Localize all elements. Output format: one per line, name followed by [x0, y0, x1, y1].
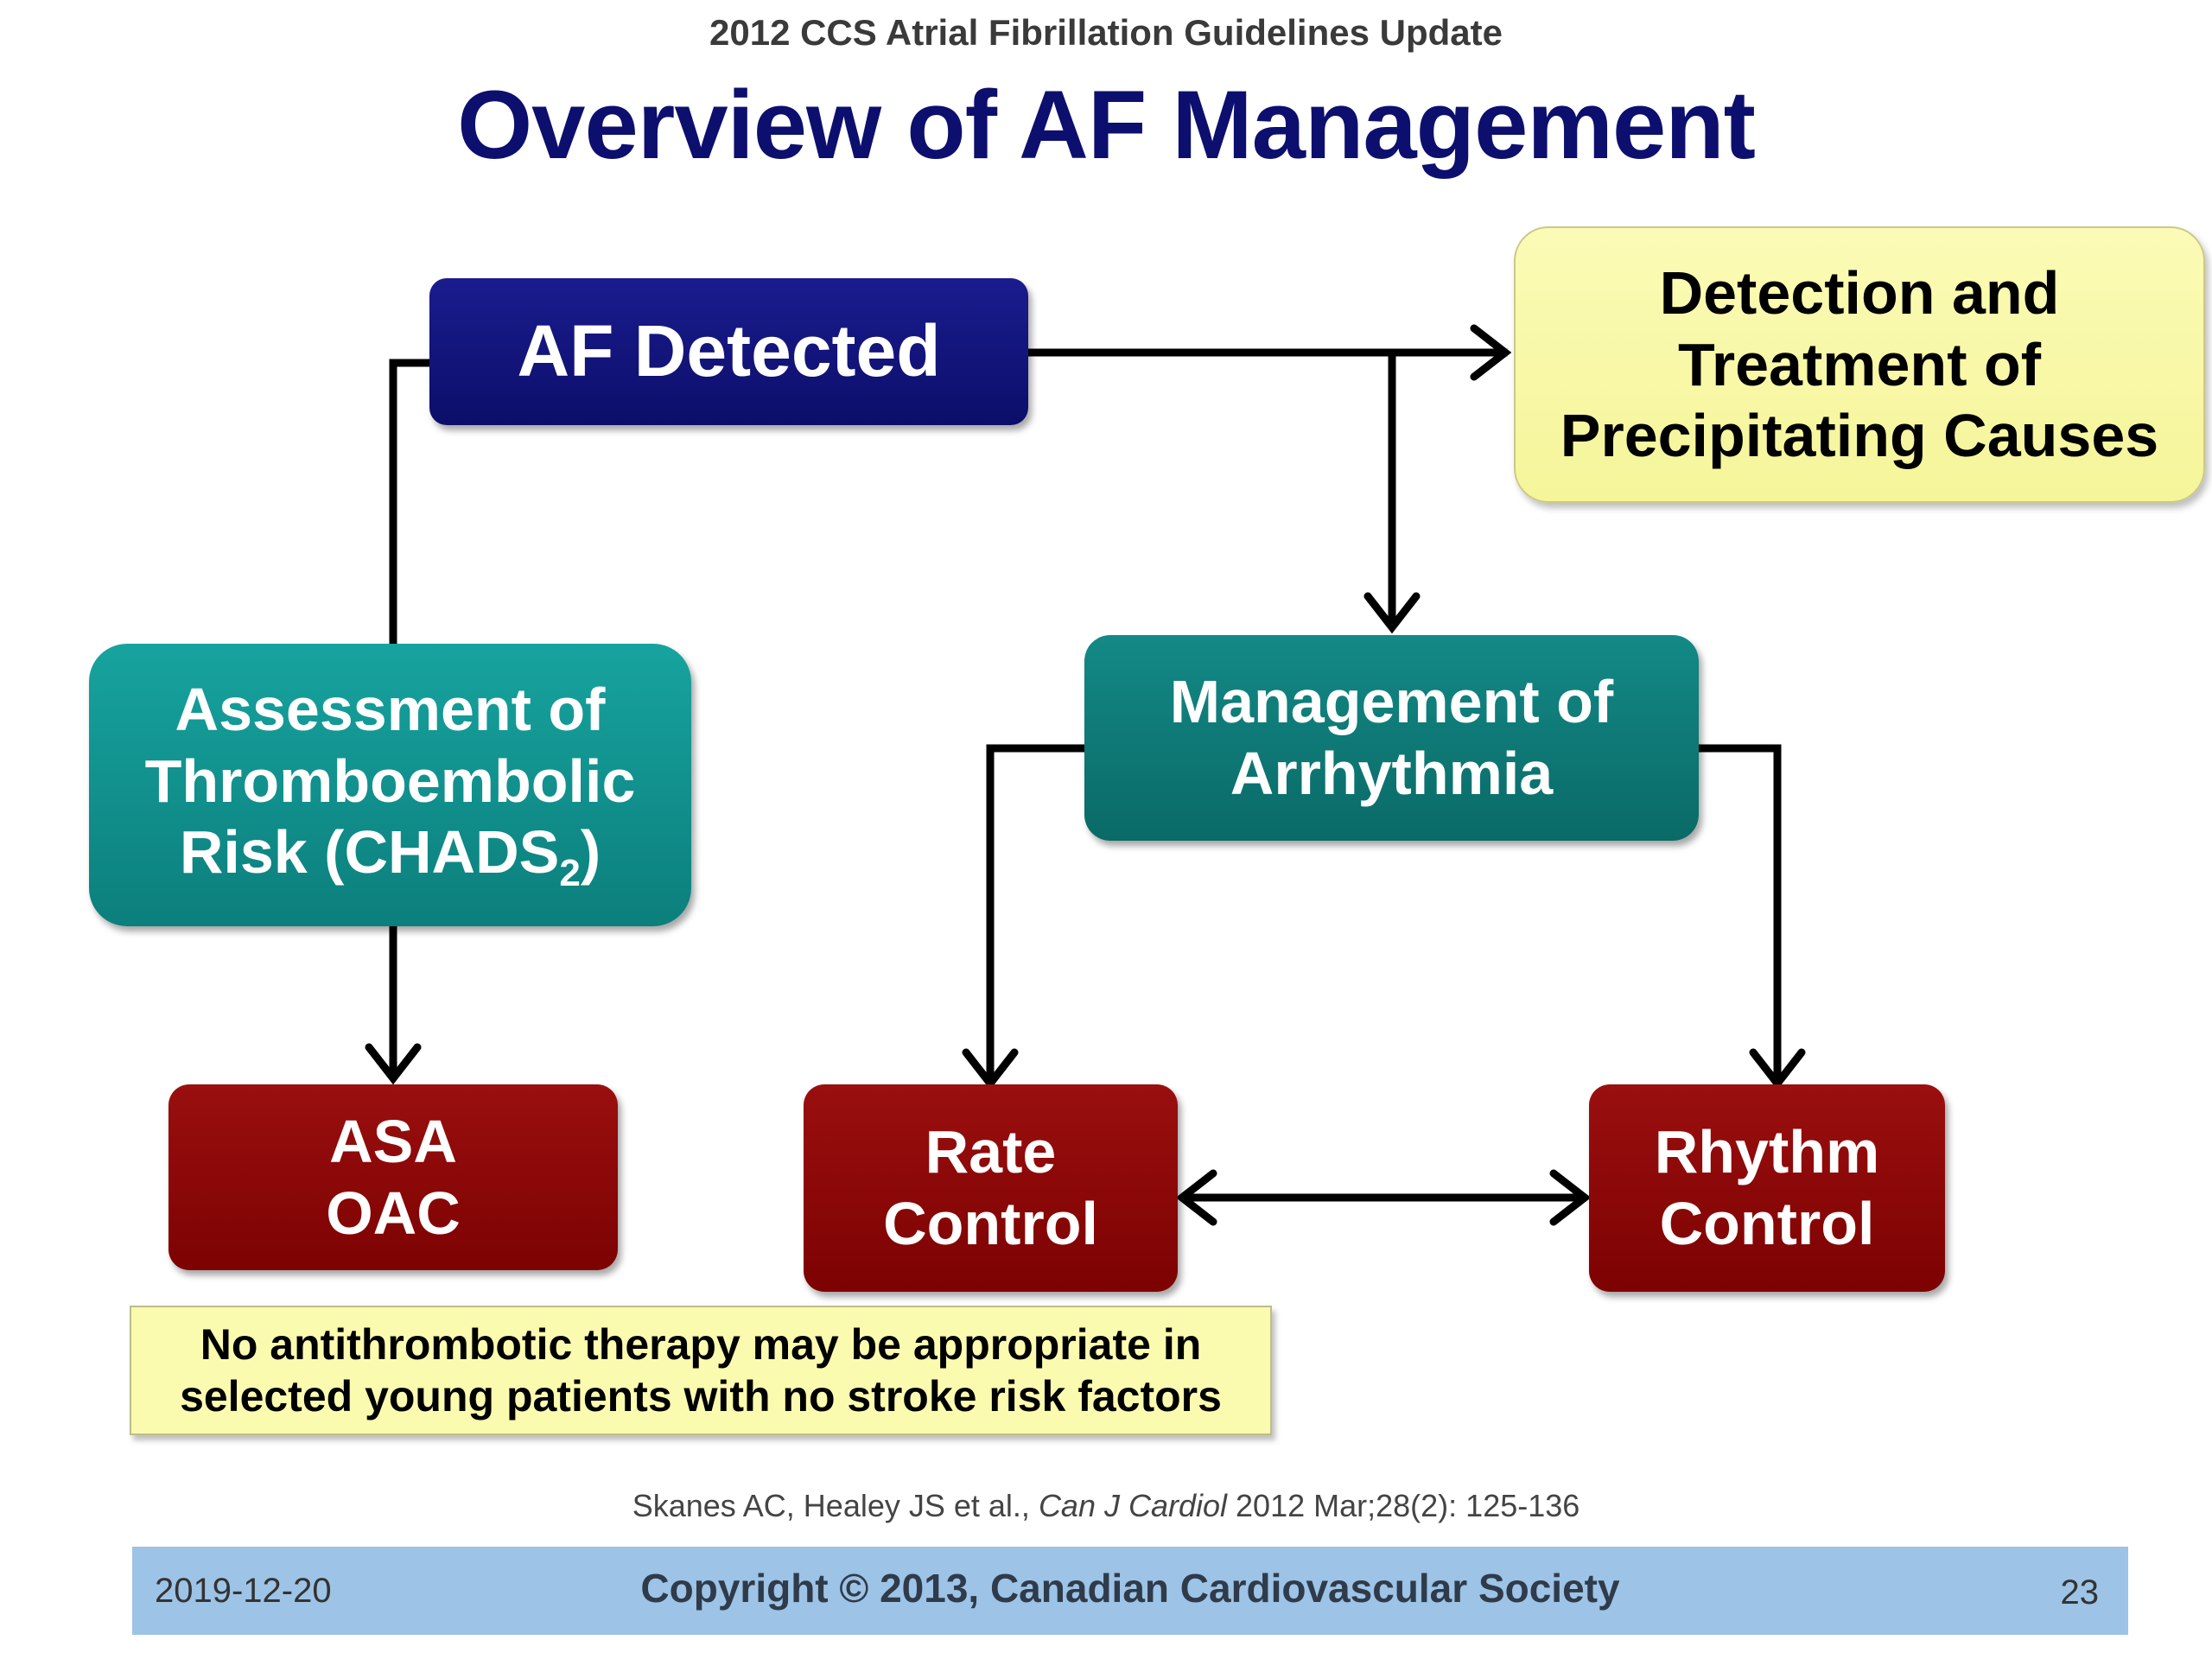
node-asa-line-2: OAC: [326, 1179, 461, 1247]
node-precipitating-line-2: Treatment of: [1677, 330, 2042, 398]
citation-journal: Can J Cardiol: [1038, 1488, 1228, 1523]
node-rhythm-line-2: Control: [1659, 1190, 1875, 1257]
arrowhead-rhythm: [1749, 1048, 1806, 1090]
node-arrhythmia-line-1: Management of: [1169, 668, 1614, 736]
node-assessment-line-1: Assessment of: [175, 675, 606, 743]
arrowhead-rate-side: [1175, 1169, 1217, 1226]
node-rhythm-control: Rhythm Control: [1589, 1084, 1945, 1292]
antithrombotic-note: No antithrombotic therapy may be appropr…: [130, 1306, 1272, 1435]
node-assessment-risk-prefix: Risk (CHADS: [179, 818, 560, 887]
node-precipitating-causes: Detection and Treatment of Precipitating…: [1514, 226, 2205, 503]
node-thromboembolic-assessment: Assessment of Thromboembolic Risk (CHADS…: [89, 644, 691, 926]
node-rhythm-line-1: Rhythm: [1654, 1118, 1880, 1186]
node-asa-oac: ASA OAC: [168, 1084, 618, 1270]
node-rate-line-2: Control: [883, 1190, 1098, 1257]
citation-authors: Skanes AC, Healey JS et al.,: [632, 1488, 1039, 1523]
node-rate-line-1: Rate: [925, 1118, 1057, 1186]
footer-date: 2019-12-20: [155, 1572, 332, 1610]
node-af-detected: AF Detected: [429, 278, 1028, 425]
footer-copyright: Copyright © 2013, Canadian Cardiovascula…: [640, 1566, 1620, 1611]
arrowhead-arrhythmia: [1363, 592, 1421, 634]
footer-bar: Copyright © 2013, Canadian Cardiovascula…: [132, 1547, 2128, 1635]
arrow-arrhythmia-to-rhythm: [1694, 744, 1782, 1084]
node-rate-control: Rate Control: [804, 1084, 1178, 1292]
slide-supertitle: 2012 CCS Atrial Fibrillation Guidelines …: [709, 12, 1503, 53]
citation-details: 2012 Mar;28(2): 125-136: [1227, 1488, 1580, 1523]
arrowhead-asa: [365, 1043, 422, 1085]
node-arrhythmia-line-2: Arrhythmia: [1230, 740, 1554, 807]
arrow-arrhythmia-to-rate: [986, 744, 1089, 1084]
node-assessment-line-2: Thromboembolic: [144, 747, 636, 815]
node-assessment-line-3: Risk (CHADS2): [180, 817, 601, 896]
slide-title: Overview of AF Management: [457, 71, 1756, 179]
arrowhead-precipitating: [1470, 324, 1512, 381]
node-arrhythmia-management: Management of Arrhythmia: [1084, 635, 1699, 841]
node-af-detected-label: AF Detected: [517, 310, 941, 392]
node-assessment-risk-sub: 2: [559, 852, 581, 895]
node-precipitating-line-3: Precipitating Causes: [1560, 402, 2159, 470]
arrowhead-rhythm-side: [1549, 1169, 1592, 1226]
citation: Skanes AC, Healey JS et al., Can J Cardi…: [0, 1488, 2212, 1524]
node-precipitating-line-1: Detection and: [1659, 259, 2060, 327]
node-asa-line-1: ASA: [329, 1107, 457, 1175]
connector-assessment-to-af: [389, 359, 436, 645]
arrowhead-rate: [962, 1048, 1019, 1090]
note-line-1: No antithrombotic therapy may be appropr…: [200, 1320, 1202, 1369]
note-line-2: selected young patients with no stroke r…: [180, 1372, 1222, 1421]
node-assessment-risk-suffix: ): [580, 818, 601, 887]
footer-page-number: 23: [2060, 1573, 2100, 1611]
